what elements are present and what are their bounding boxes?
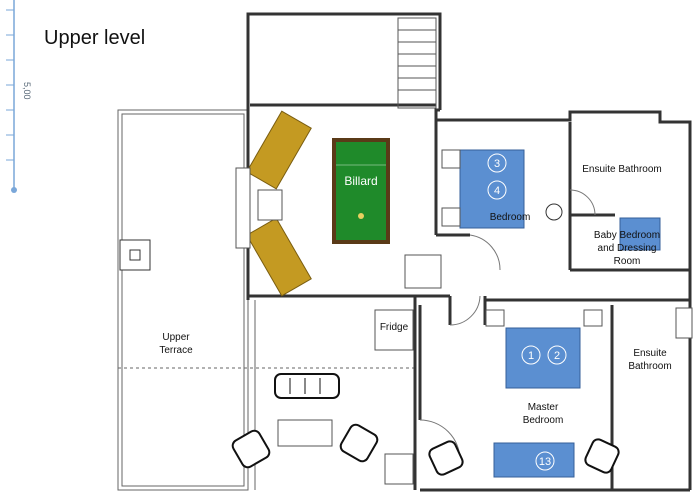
baby-cot: 13: [493, 442, 575, 478]
bed-number: 4: [494, 185, 500, 197]
baby-bed: [619, 217, 661, 251]
bed-number: 3: [494, 158, 500, 170]
sofas: [235, 110, 312, 297]
ensuite-bathroom-right-label-line: Bathroom: [628, 361, 671, 372]
ensuite-bathroom-right-label-line: Ensuite: [633, 348, 667, 359]
ruler-handle-icon[interactable]: [11, 187, 17, 193]
pillar: [119, 239, 151, 271]
plan-title: Upper level: [44, 27, 145, 49]
master-bed: 1 2: [485, 309, 603, 389]
baby-bedroom-label-line: Baby Bedroom: [594, 230, 660, 241]
bed-number: 1: [528, 350, 534, 362]
fridge-label: Fridge: [380, 322, 409, 333]
terrace-label-line: Terrace: [159, 345, 193, 356]
bed-number: 13: [539, 456, 551, 468]
terrace-furniture: [231, 373, 414, 485]
armchair: [428, 440, 464, 476]
ruler: 5,00: [6, 0, 32, 193]
master-bedroom-label-line: Bedroom: [523, 415, 564, 426]
side-table: [404, 254, 442, 289]
ruler-mark: 5,00: [22, 82, 32, 100]
baby-bedroom-label-line: Room: [614, 256, 641, 267]
billiard-table: Billard: [332, 138, 390, 244]
bedroom-label: Bedroom: [490, 212, 531, 223]
ensuite-bathroom-top-label: Ensuite Bathroom: [582, 164, 662, 175]
bedroom-bed: 3 4: [441, 149, 525, 229]
window: [675, 307, 693, 339]
lamp-icon: [545, 203, 563, 221]
baby-bedroom-label-line: and Dressing: [598, 243, 657, 254]
master-bedroom-label-line: Master: [528, 402, 559, 413]
billard-label: Billard: [344, 174, 377, 188]
bed-number: 2: [554, 350, 560, 362]
armchair: [584, 438, 620, 474]
fridge: [374, 309, 414, 351]
terrace-label-line: Upper: [162, 332, 190, 343]
staircase: [397, 17, 437, 109]
